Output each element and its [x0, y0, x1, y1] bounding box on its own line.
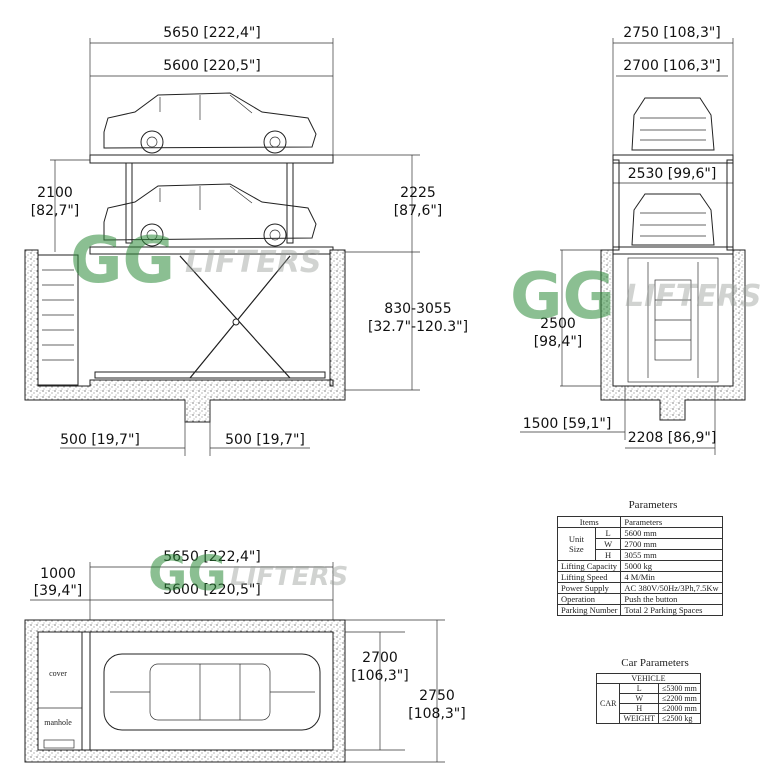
param-value: Total 2 Parking Spaces — [620, 604, 723, 616]
car-value: ≤2000 mm — [658, 703, 701, 714]
front-dim-top-inner: 2700 [106,3"] — [623, 58, 721, 74]
param-item: Operation — [556, 593, 622, 605]
car-value: ≤2500 kg — [658, 713, 701, 724]
watermark-logo: GG LIFTERS — [148, 546, 348, 602]
table-row: Power Supply AC 380V/50Hz/3Ph,7.5Kw — [556, 582, 723, 594]
plan-dim-top-outer: 5650 [222,4"] — [163, 549, 261, 565]
plan-dim-right-inner-2: [106,3"] — [351, 668, 408, 684]
side-dim-travel-1: 830-3055 — [384, 301, 451, 317]
ladder — [37, 254, 79, 386]
param-item: Lifting Capacity — [556, 560, 622, 572]
front-dim-mid: 2530 [99,6"] — [628, 166, 717, 182]
param-size-label: Size — [569, 544, 584, 554]
car-value: ≤2200 mm — [658, 693, 701, 704]
param-header-parameters: Parameters — [620, 516, 723, 528]
watermark-mark: GG — [148, 546, 227, 602]
front-dim-pit-1: 2500 — [540, 316, 576, 332]
side-dim-bottom-right: 500 [19,7"] — [225, 432, 305, 448]
front-scissor — [627, 257, 719, 383]
car-parameters-title: Car Parameters — [621, 657, 689, 669]
front-upper-car-icon — [631, 97, 715, 151]
parameters-title: Parameters — [628, 499, 678, 511]
plan-view: 5650 [222,4"] 5600 [220,5"] 1000 [39,4"]… — [24, 549, 466, 763]
parameters-table: Items Parameters Unit Size L 5600 mm W 2… — [556, 516, 723, 616]
front-dim-bottom-1: 1500 [59,1"] — [523, 416, 612, 432]
post — [286, 162, 294, 244]
table-row: WEIGHT ≤2500 kg — [597, 713, 701, 724]
car-key: WEIGHT — [619, 713, 659, 724]
side-dim-travel-2: [32.7"-120.3"] — [368, 319, 468, 335]
param-size-value: 3055 mm — [620, 549, 723, 561]
watermark-text: LIFTERS — [185, 245, 321, 280]
upper-car-icon — [103, 92, 317, 154]
car-key: L — [619, 683, 659, 694]
param-item: Lifting Speed — [556, 571, 622, 583]
plan-dim-left-2: [39,4"] — [34, 583, 83, 599]
param-item: Power Supply — [556, 582, 622, 594]
plan-label-manhole: manhole — [44, 718, 72, 727]
watermark-mark: GG — [70, 224, 175, 298]
car-group: CAR — [595, 683, 621, 724]
plan-car-icon — [103, 653, 321, 731]
param-unit-label: Unit — [568, 534, 584, 544]
param-size-key: L — [594, 527, 622, 539]
side-dim-bottom-left: 500 [19,7"] — [60, 432, 140, 448]
param-size-key: W — [594, 538, 622, 550]
car-value: ≤5300 mm — [658, 683, 701, 694]
plan-dim-right-outer-2: [108,3"] — [408, 706, 465, 722]
param-size-value: 2700 mm — [620, 538, 723, 550]
watermark-text: LIFTERS — [230, 562, 348, 592]
front-dim-pit-2: [98,4"] — [534, 334, 583, 350]
plan-cover-area — [37, 631, 83, 751]
plan-dim-top-inner: 5600 [220,5"] — [163, 582, 261, 598]
table-row: CAR L ≤5300 mm — [595, 683, 701, 724]
plan-dim-right-inner-1: 2700 — [362, 650, 398, 666]
table-row: Lifting Capacity 5000 kg — [556, 560, 723, 572]
param-size-key: H — [594, 549, 622, 561]
side-dim-top-outer: 5650 [222,4"] — [163, 25, 261, 41]
plan-platform — [89, 631, 334, 751]
side-dim-left-1: 2100 — [37, 185, 73, 201]
plan-dim-right-outer-1: 2750 — [419, 688, 455, 704]
watermark-logo: GG LIFTERS — [70, 224, 321, 298]
lower-car-icon — [103, 183, 317, 247]
param-size-value: 5600 mm — [620, 527, 723, 539]
plan-dim-left-1: 1000 — [40, 566, 76, 582]
car-header: VEHICLE — [596, 673, 701, 684]
car-parameters-table: VEHICLE CAR L ≤5300 mm W ≤2200 mm H ≤200… — [595, 673, 701, 724]
car-key: W — [619, 693, 659, 704]
front-pit-ground — [600, 249, 746, 421]
side-dim-right-1: 2225 — [400, 185, 436, 201]
side-view: 5650 [222,4"] 5600 [220,5"] — [24, 25, 468, 456]
plan-ground — [24, 619, 346, 763]
side-dim-top-inner: 5600 [220,5"] — [163, 58, 261, 74]
front-lower-car-icon — [631, 193, 715, 246]
front-dim-bottom-2: 2208 [86,9"] — [628, 430, 717, 446]
param-header-items: Items — [556, 516, 622, 528]
front-dim-top-outer: 2750 [108,3"] — [623, 25, 721, 41]
table-row: Lifting Speed 4 M/Min — [556, 571, 723, 583]
car-key: H — [619, 703, 659, 714]
param-value: Push the button — [620, 593, 723, 605]
side-dim-right-2: [87,6"] — [394, 203, 443, 219]
plan-label-cover: cover — [49, 669, 67, 678]
watermark-logo: GG LIFTERS — [510, 260, 761, 334]
param-value: AC 380V/50Hz/3Ph,7.5Kw — [620, 582, 723, 594]
scissor-mechanism — [94, 255, 326, 379]
table-row: Operation Push the button — [556, 593, 723, 605]
param-value: 4 M/Min — [620, 571, 723, 583]
param-value: 5000 kg — [620, 560, 723, 572]
front-view: 2750 [108,3"] 2700 [106,3"] 2530 [99,6"] — [520, 25, 746, 455]
table-row: Parking Number Total 2 Parking Spaces — [556, 604, 723, 616]
watermark-mark: GG — [510, 260, 615, 334]
watermark-text: LIFTERS — [625, 279, 761, 314]
param-unit-size: Unit Size — [557, 527, 596, 561]
side-dim-left-2: [82,7"] — [31, 203, 80, 219]
upper-platform — [89, 154, 334, 164]
param-item: Parking Number — [556, 604, 622, 616]
